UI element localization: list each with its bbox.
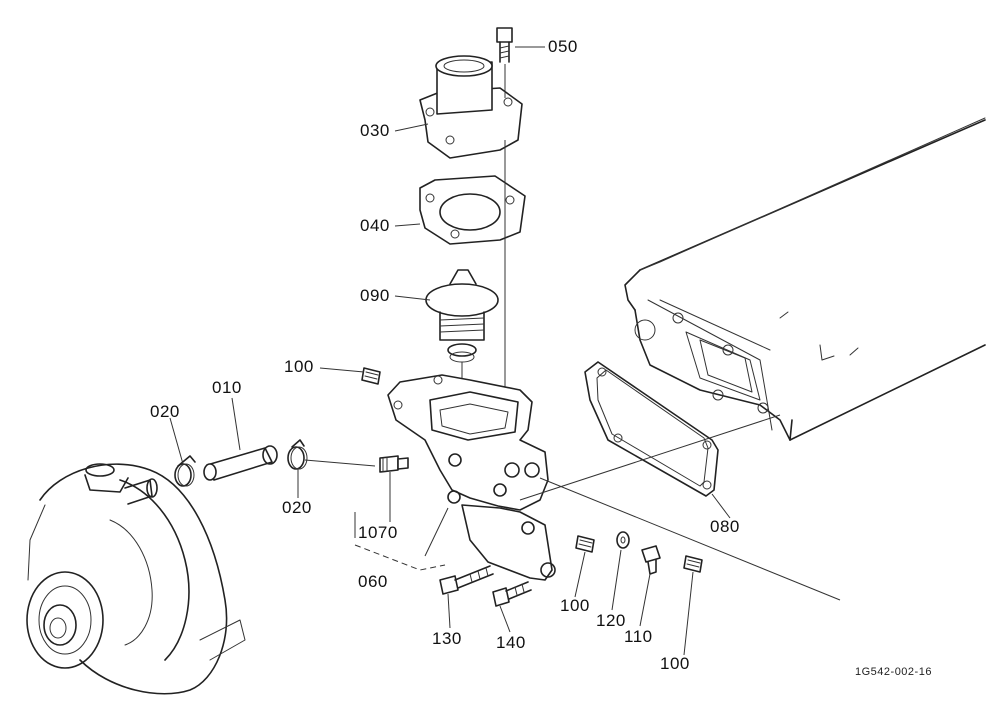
drawing-reference-code: 1G542-002-16 xyxy=(855,666,932,678)
callout-110: 110 xyxy=(624,627,653,646)
gasket-080-drawing xyxy=(584,361,719,497)
callout-130: 130 xyxy=(432,629,462,648)
hose-and-clamps-drawing xyxy=(174,439,376,487)
thermostat-housing-drawing xyxy=(387,374,841,601)
callout-140: 140 xyxy=(496,633,526,652)
callout-1070: 1070 xyxy=(358,523,398,542)
callout-100-lower: 100 xyxy=(660,654,690,673)
callout-100-middle: 100 xyxy=(560,596,590,615)
callout-120: 120 xyxy=(596,611,626,630)
callout-020-right: 020 xyxy=(282,498,312,517)
cylinder-head-drawing xyxy=(624,117,986,441)
callout-100-upper: 100 xyxy=(284,357,314,376)
callout-020-left: 020 xyxy=(150,402,180,421)
thermostat-drawing xyxy=(425,269,499,410)
callout-010: 010 xyxy=(212,378,242,397)
callout-090: 090 xyxy=(360,286,390,305)
callout-060: 060 xyxy=(358,572,388,591)
fasteners-drawing xyxy=(319,367,703,607)
callout-030: 030 xyxy=(360,121,390,140)
callout-040: 040 xyxy=(360,216,390,235)
callout-080: 080 xyxy=(710,517,740,536)
water-pump-drawing xyxy=(26,463,246,695)
callout-050: 050 xyxy=(548,37,578,56)
thermostat-cover-drawing xyxy=(419,27,526,420)
leader-lines xyxy=(169,46,731,656)
